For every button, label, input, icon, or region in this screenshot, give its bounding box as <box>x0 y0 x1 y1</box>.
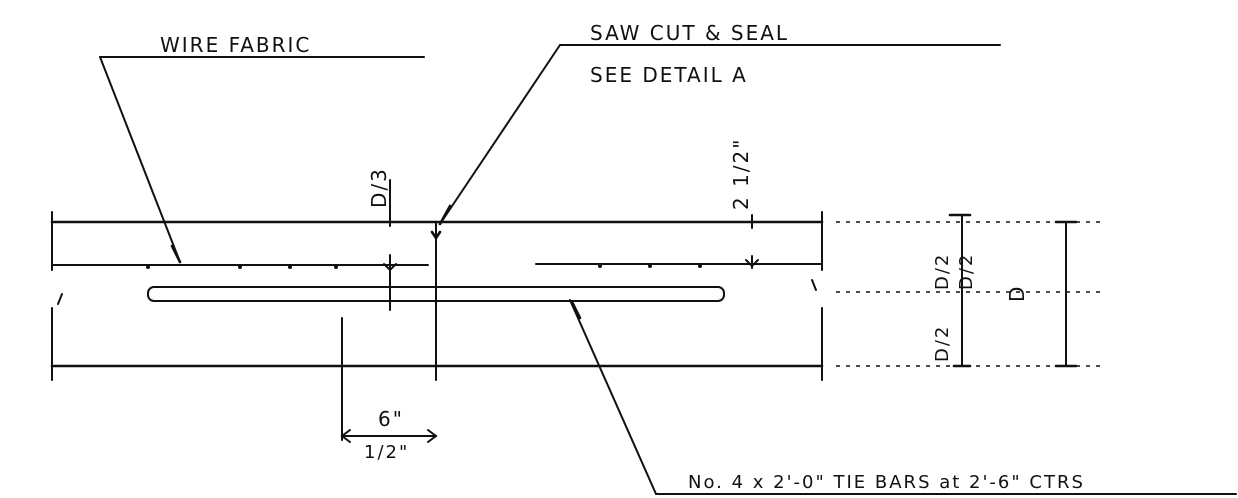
one-half-in-label: 1/2" <box>364 442 409 463</box>
wire-fabric-leader: WIRE FABRIC <box>99 33 425 264</box>
d-half-mid-label: D/2 <box>956 253 977 290</box>
d-half-bottom-label: D/2 <box>932 325 953 362</box>
cover-dimension: 2 1/2" <box>729 138 759 269</box>
saw-cut-label: SAW CUT & SEAL <box>590 21 789 45</box>
d-over-3-dimension: D/3 <box>367 167 397 311</box>
depth-dimensions: D/2 D/2 D/2 D <box>836 213 1100 368</box>
d-total-label: D <box>1005 285 1029 302</box>
tie-bars-label: No. 4 x 2'-0" TIE BARS at 2'-6" CTRS <box>688 472 1085 493</box>
saw-cut-joint <box>430 221 442 381</box>
wire-fabric-mesh <box>51 263 823 269</box>
see-detail-label: SEE DETAIL A <box>590 63 748 87</box>
six-inch-dimension: 6" 1/2" <box>340 317 438 463</box>
wire-fabric-label: WIRE FABRIC <box>160 33 311 57</box>
tie-bars-leader: No. 4 x 2'-0" TIE BARS at 2'-6" CTRS <box>569 299 1237 495</box>
six-in-label: 6" <box>378 407 404 431</box>
two-half-in-label: 2 1/2" <box>729 138 753 210</box>
d-over-3-label: D/3 <box>367 167 391 208</box>
d-half-top-label: D/2 <box>932 253 953 290</box>
saw-cut-leader: SAW CUT & SEAL SEE DETAIL A <box>438 21 1001 226</box>
